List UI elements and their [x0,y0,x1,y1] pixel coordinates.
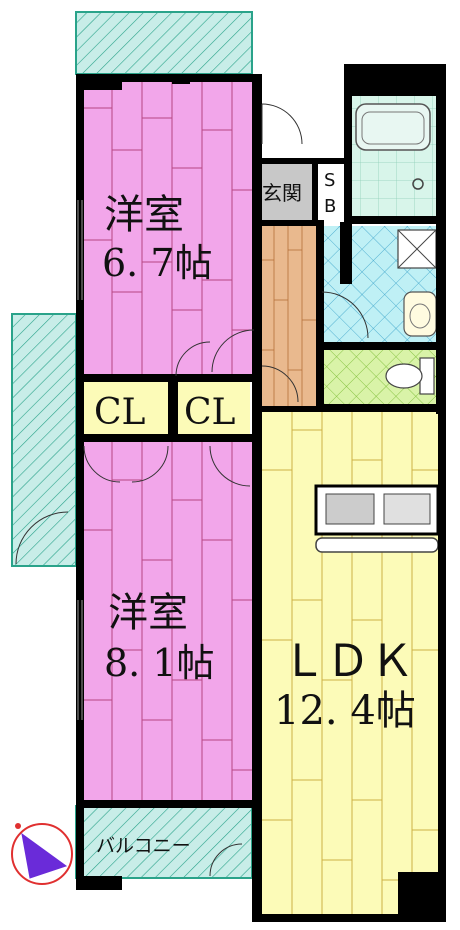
entrance-label: 玄関 [262,181,302,205]
balcony-label: バルコニー [96,835,191,857]
bedroom-top-name: 洋室 [104,192,184,238]
toilet-icon [385,357,435,395]
shoe-box-label-bottom: B [324,196,336,217]
entrance [260,164,316,220]
balcony-bottom [75,805,253,879]
ldk [262,412,440,918]
bedroom-bottom [82,440,254,804]
bedroom-top-size: 6. 7帖 [102,241,213,285]
bedroom-top [82,80,254,376]
bathroom [350,96,438,216]
bedroom-bottom-size: 8. 1帖 [104,641,215,685]
compass-icon [11,823,73,885]
toilet-room [322,350,438,404]
hallway [260,226,316,406]
ldk-size: 12. 4帖 [274,688,416,734]
sink-icon [403,291,437,337]
walls [76,64,446,922]
ldk-name: ＬＤＫ [282,636,414,687]
closet-left-label: CL [94,392,146,433]
door-swings [15,103,369,877]
shower-icon [412,178,424,190]
shoe-box [318,162,344,222]
closet-left [84,380,170,436]
kitchen-counter [314,484,440,553]
closet-right-label: CL [184,392,236,433]
shoe-box-label-top: S [324,170,335,191]
balcony-left [11,313,77,567]
closet-right [178,380,250,436]
balcony-top [75,11,253,75]
washroom [322,226,438,342]
windows [77,200,83,720]
bedroom-bottom-name: 洋室 [108,590,188,636]
bathtub-icon [355,103,431,151]
